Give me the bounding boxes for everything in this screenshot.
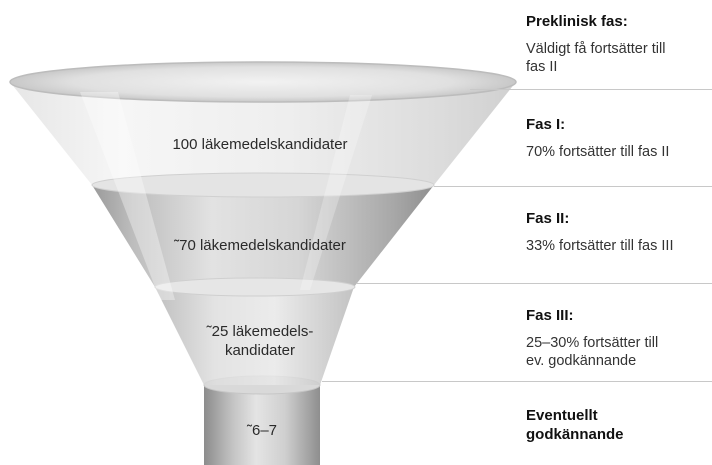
phase-title: Preklinisk fas: — [526, 13, 628, 30]
phase-description: Väldigt få fortsätter till fas II — [526, 41, 666, 75]
funnel-rim — [9, 61, 517, 103]
stage-label-2: ˜70 läkemedelskandidater — [174, 237, 346, 254]
phase-fas-2: Fas II: 33% fortsätter till fas III — [526, 209, 712, 255]
phase-description: 25–30% fortsätter till ev. godkännande — [526, 335, 659, 369]
stage-label-3: ˜25 läkemedels- kandidater — [206, 323, 314, 359]
funnel-lower-cone — [155, 287, 354, 385]
stage-label-1: 100 läkemedelskandidater — [172, 136, 348, 153]
phase-godkannande: Eventuellt godkännande — [526, 406, 712, 444]
phase-fas-1: Fas I: 70% fortsätter till fas II — [526, 115, 712, 161]
divider-4 — [322, 381, 712, 382]
liquid-surface-ellipse — [91, 172, 435, 198]
divider-3 — [356, 283, 712, 284]
phase-preklinisk: Preklinisk fas: Väldigt få fortsätter ti… — [526, 12, 712, 76]
phase-fas-3: Fas III: 25–30% fortsätter till ev. godk… — [526, 306, 712, 370]
phase-title: Fas III: — [526, 307, 574, 324]
phase-description: 70% fortsätter till fas II — [526, 144, 670, 160]
glass-highlight-2 — [300, 95, 372, 290]
funnel-liquid-section — [92, 185, 434, 287]
stage-label-4: ˜6–7 — [246, 422, 278, 439]
phase-title: Fas II: — [526, 210, 570, 227]
phase-title: Eventuellt godkännande — [526, 407, 624, 443]
divider-2 — [434, 186, 712, 187]
funnel-upper-cone — [10, 82, 516, 185]
divider-1 — [470, 89, 712, 90]
phase-title: Fas I: — [526, 116, 566, 133]
funnel-stem — [204, 385, 320, 465]
phase-description: 33% fortsätter till fas III — [526, 238, 674, 254]
level-ellipse — [154, 277, 356, 297]
glass-highlight — [80, 92, 175, 300]
